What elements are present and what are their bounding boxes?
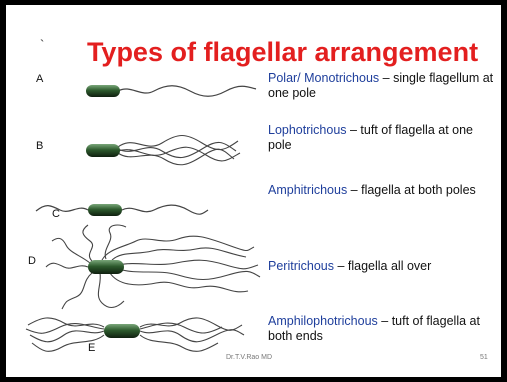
flagellum	[122, 205, 208, 214]
description-text: – flagella all over	[334, 259, 431, 273]
flagellum	[26, 324, 104, 334]
term-peritrichous: Peritrichous	[268, 259, 334, 273]
diagram-c-amphitrichous	[36, 205, 208, 214]
description-text: – flagella at both poles	[347, 183, 476, 197]
diagram-d-peritrichous	[46, 225, 260, 309]
bacterium-cell	[104, 324, 140, 338]
flagellum	[140, 330, 244, 342]
label-b: B	[36, 140, 43, 152]
flagellum	[118, 269, 260, 280]
label-a: A	[36, 73, 43, 85]
flagellum	[118, 260, 258, 269]
flagellum	[118, 86, 256, 97]
bacterium-cell	[88, 260, 124, 274]
footer-author: Dr.T.V.Rao MD	[226, 354, 272, 361]
label-d: D	[28, 255, 36, 267]
label-c: C	[52, 208, 60, 220]
bacterium-cell	[86, 85, 120, 97]
term-monotrichous: Polar/ Monotrichous	[268, 71, 379, 85]
flagellum	[140, 335, 218, 351]
term-amphilophotrichous: Amphilophotrichous	[268, 314, 378, 328]
flagellum	[36, 206, 88, 212]
flagellum	[98, 273, 124, 307]
page-number: 51	[480, 354, 488, 361]
diagram-b-lophotrichous	[118, 136, 240, 165]
flagellum	[140, 318, 242, 330]
flagellum	[46, 263, 88, 268]
description-c: Amphitrichous – flagella at both poles	[268, 183, 496, 198]
flagellum	[83, 225, 93, 261]
flagellum	[102, 236, 254, 260]
description-d: Peritrichous – flagella all over	[268, 259, 496, 274]
bacterium-cell	[86, 144, 120, 157]
bacterium-cell	[88, 204, 122, 216]
flagellum	[112, 248, 246, 260]
term-amphitrichous: Amphitrichous	[268, 183, 347, 197]
flagellum	[28, 318, 104, 327]
description-e: Amphilophotrichous – tuft of flagella at…	[268, 314, 496, 344]
slide: ` Types of flagellar arrangement	[6, 5, 501, 377]
flagellum	[52, 238, 90, 263]
flagellum	[62, 273, 92, 309]
flagellum	[105, 225, 126, 259]
term-lophotrichous: Lophotrichous	[268, 123, 347, 137]
description-b: Lophotrichous – tuft of flagella at one …	[268, 123, 496, 153]
description-a: Polar/ Monotrichous – single flagellum a…	[268, 71, 496, 101]
diagram-a-monotrichous	[118, 86, 256, 97]
label-e: E	[88, 342, 95, 354]
